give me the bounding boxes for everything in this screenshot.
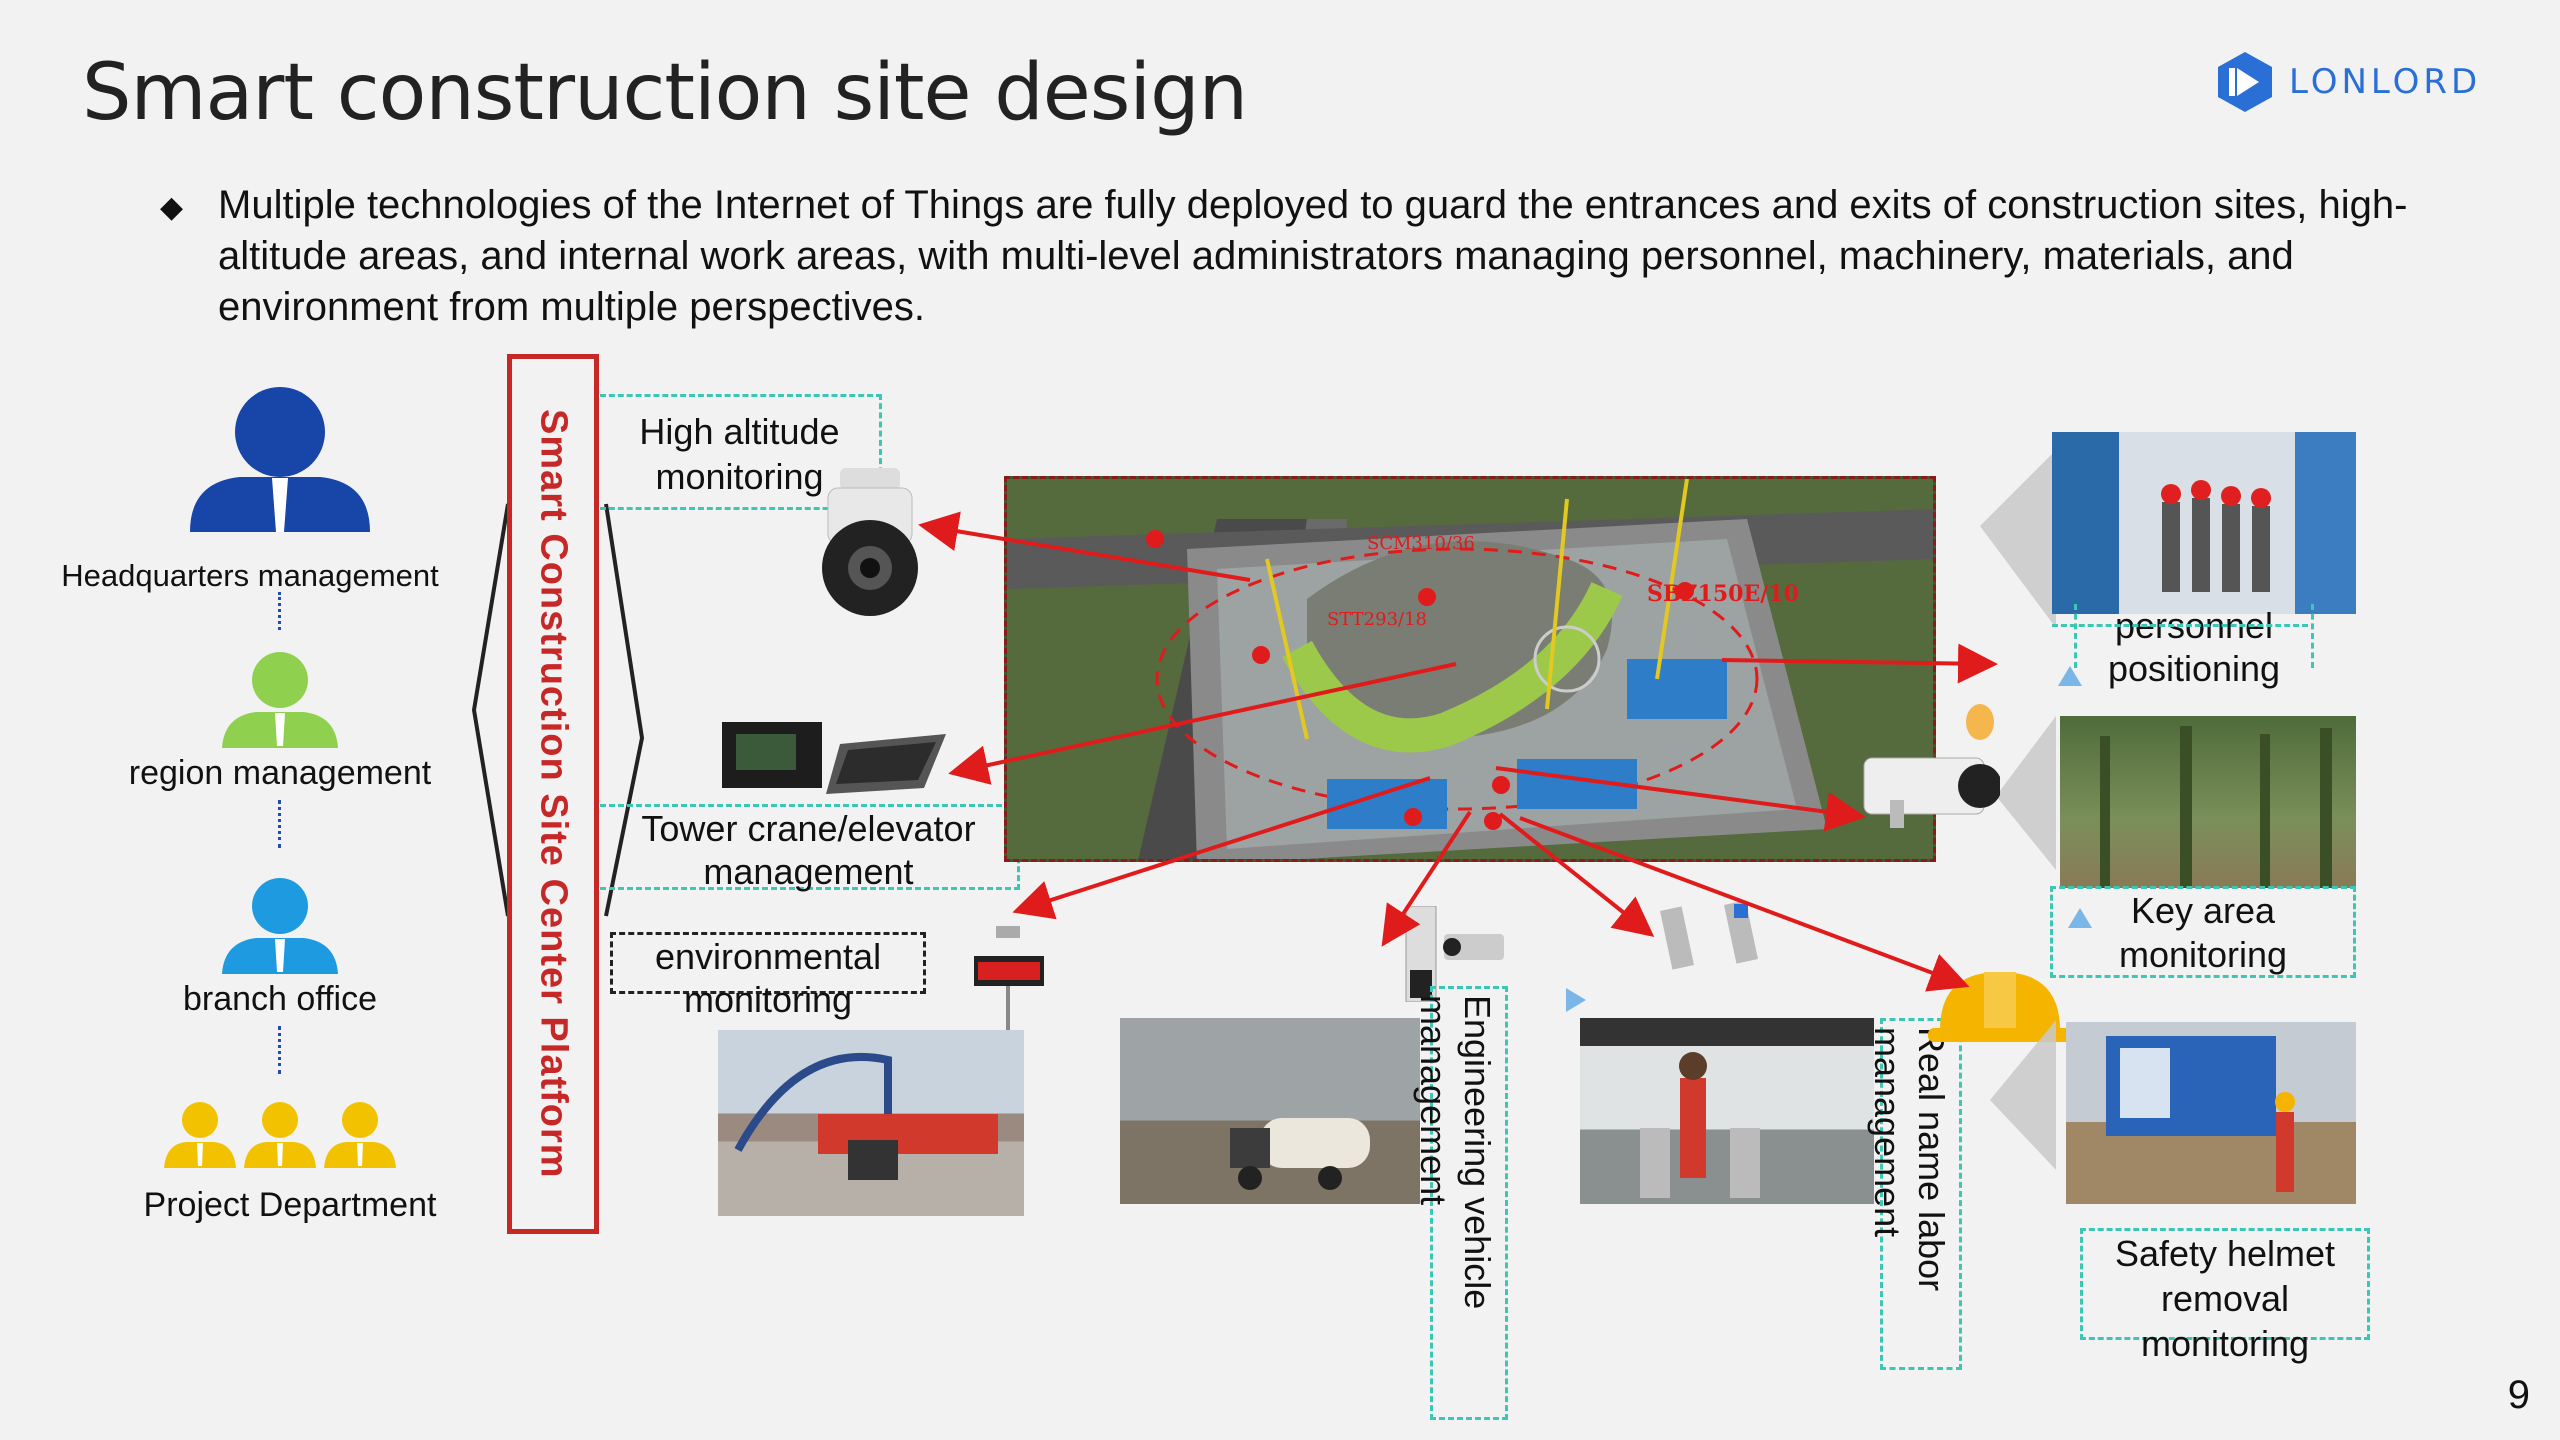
org-headquarters-label: Headquarters management — [61, 558, 439, 593]
page-number: 9 — [2507, 1373, 2530, 1417]
dome-camera-icon — [822, 468, 918, 616]
key-area-photo — [2060, 716, 2356, 888]
logo-text: LONLORD — [2289, 62, 2482, 102]
org-branch-label: branch office — [182, 980, 378, 1018]
platform-label: Smart Construction Site Center Platform — [532, 409, 575, 1179]
org-project-label: Project Department — [143, 1186, 437, 1224]
engineering-vehicle-label: Engineering vehicle management — [1413, 986, 1508, 1420]
safety-helmet-icon — [1928, 972, 2072, 1042]
org-connector — [278, 800, 281, 848]
org-region-label: region management — [128, 754, 432, 792]
labor-turnstile-photo — [1580, 1018, 1874, 1204]
weather-station-icon — [974, 926, 1044, 1100]
platform-box: Smart Construction Site Center Platform — [507, 354, 599, 1234]
personnel-positioning-label: personnel positioning — [2074, 604, 2314, 689]
dash-line — [2052, 624, 2308, 627]
bullet-diamond-icon: ◆ — [160, 191, 184, 224]
tower-crane-label: Tower crane/elevator management — [600, 804, 1020, 892]
trees-icon — [2100, 726, 2332, 888]
crane-label: STT293/18 — [1327, 609, 1428, 630]
project-team-icon — [164, 1102, 396, 1168]
site-map-3d: SCM310/36 STT293/18 SBZ150E/10 — [1004, 476, 1936, 862]
key-area-label: Key area monitoring — [2050, 886, 2356, 978]
worker-at-gate-icon — [1580, 1018, 1874, 1198]
headquarters-person-icon — [190, 387, 370, 532]
mixer-truck-icon — [1230, 1118, 1370, 1190]
personnel-positioning-photo — [2052, 432, 2356, 614]
turnstile-gate-icon — [1660, 900, 1758, 970]
intro-bullet: ◆ Multiple technologies of the Internet … — [160, 180, 2410, 333]
pointer-arrow-icon — [2068, 908, 2092, 928]
gate-arch-icon — [734, 1052, 998, 1180]
brand-logo: LONLORD — [2215, 50, 2481, 114]
region-person-icon — [222, 652, 338, 748]
real-name-labor-label: Real name labor management — [1867, 1018, 1962, 1370]
crane-label: SCM310/36 — [1367, 533, 1475, 554]
engineering-vehicle-photo — [1120, 1018, 1420, 1204]
site-gate-photo — [718, 1030, 1024, 1216]
branch-person-icon — [222, 878, 338, 974]
bracket-shapes — [471, 503, 645, 917]
environmental-label: environmental monitoring — [610, 932, 926, 1020]
billboard-worker-icon — [2106, 1036, 2295, 1192]
pointer-arrow-icon — [1566, 988, 1586, 1012]
pointer-arrow-icon — [2058, 666, 2082, 686]
bullet-camera-icon — [1863, 704, 2000, 828]
intro-text: Multiple technologies of the Internet of… — [218, 183, 2408, 329]
safety-helmet-photo — [2066, 1022, 2356, 1204]
workers-group-icon — [2161, 480, 2271, 592]
projection-cones — [1980, 450, 2056, 1170]
org-connector — [278, 592, 281, 630]
crane-label: SBZ150E/10 — [1647, 581, 1799, 607]
high-altitude-label: High altitude monitoring — [600, 394, 882, 510]
crane-controller-devices-icon — [722, 722, 946, 794]
org-connector — [278, 1026, 281, 1074]
lonlord-logo-icon — [2218, 52, 2272, 112]
safety-helmet-label: Safety helmet removal monitoring — [2080, 1228, 2370, 1364]
page-title: Smart construction site design — [82, 48, 1248, 138]
